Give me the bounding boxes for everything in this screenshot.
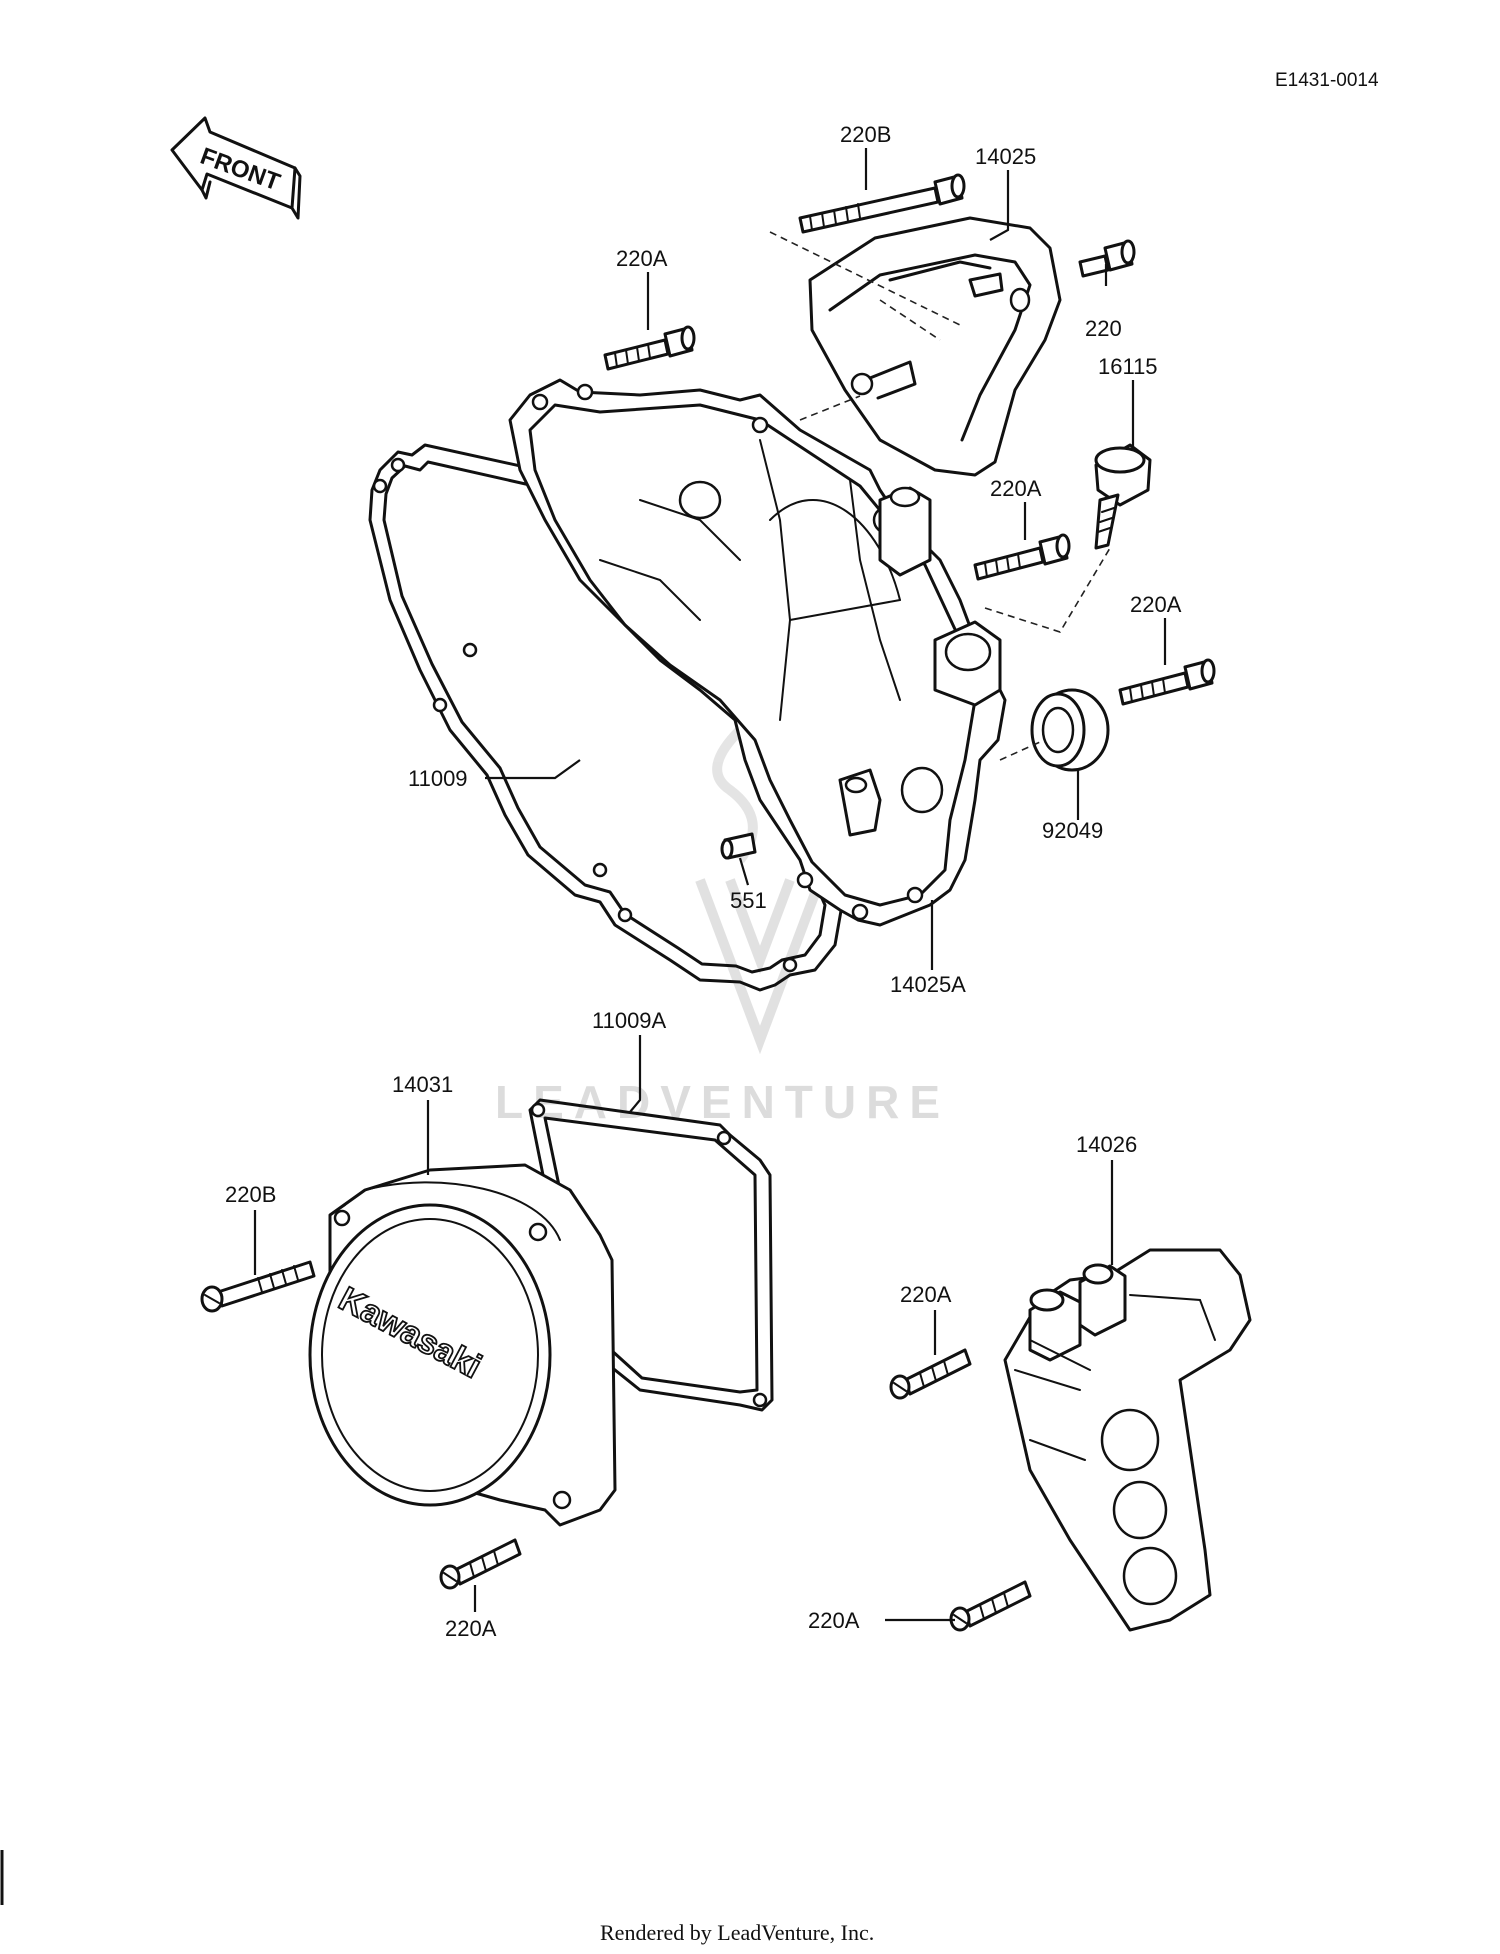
bolt-220a-bottom-right	[949, 1580, 1032, 1632]
crankcase-cover-14025a	[508, 378, 1007, 927]
label-16115: 16115	[1098, 354, 1158, 379]
sprocket-cover-14026	[1003, 1248, 1252, 1632]
label-14025a: 14025A	[890, 972, 966, 997]
bolt-220a-lower	[889, 1348, 972, 1400]
bolt-220a-mid	[973, 533, 1071, 581]
label-92049: 92049	[1042, 818, 1103, 843]
footer-credit: Rendered by LeadVenture, Inc.	[600, 1920, 874, 1945]
bolt-220a-right	[1118, 658, 1216, 706]
label-220a-bottom-right: 220A	[808, 1608, 860, 1633]
assembly-lines	[769, 231, 1111, 761]
label-220a-lower: 220A	[900, 1282, 952, 1307]
label-220b-left: 220B	[225, 1182, 276, 1207]
generator-cover-14031: Kawasaki	[308, 1163, 617, 1527]
bolt-220a-bottom-left	[439, 1538, 522, 1590]
bolt-220-right	[1078, 239, 1136, 278]
label-14025: 14025	[975, 144, 1036, 169]
leader-lines	[253, 148, 1167, 1622]
label-11009a: 11009A	[592, 1008, 667, 1033]
bolt-220b-left	[200, 1260, 316, 1313]
label-551: 551	[730, 888, 767, 913]
label-220b-top: 220B	[840, 122, 891, 147]
label-11009: 11009	[408, 766, 468, 791]
label-14026: 14026	[1076, 1132, 1137, 1157]
label-220a-top: 220A	[616, 246, 668, 271]
front-arrow-icon: FRONT	[170, 116, 302, 220]
oil-seal-92049	[1030, 688, 1110, 772]
watermark-text: LEADVENTURE	[495, 1076, 950, 1128]
dowel-pin-551	[720, 832, 757, 860]
cover-14025	[808, 216, 1062, 477]
label-220a-bottom-left: 220A	[445, 1616, 497, 1641]
part-labels: 220B 14025 220A 220 16115 220A 220A 1100…	[225, 122, 1182, 1641]
bolt-220a-top	[603, 325, 696, 371]
label-220a-mid: 220A	[990, 476, 1042, 501]
label-14031: 14031	[392, 1072, 453, 1097]
oil-cap-16115	[1094, 443, 1152, 550]
diagram-code: E1431-0014	[1275, 70, 1379, 91]
label-220-right: 220	[1085, 316, 1122, 341]
bolt-220b-top	[798, 173, 966, 234]
label-220a-right: 220A	[1130, 592, 1182, 617]
